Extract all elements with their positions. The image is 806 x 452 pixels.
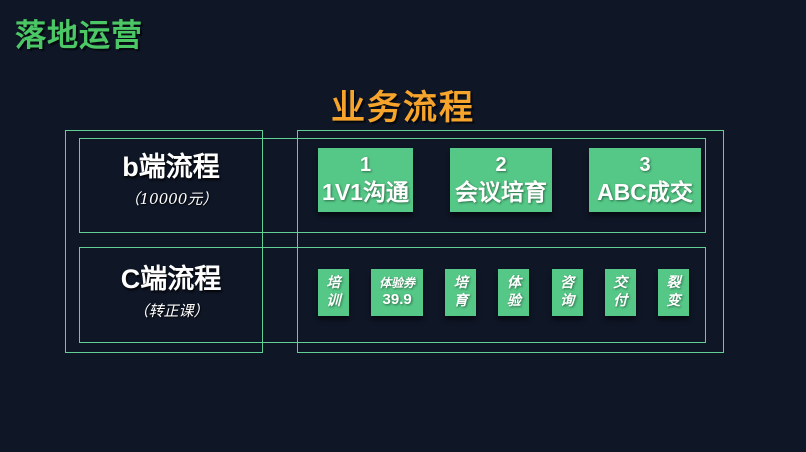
step-box-training: 培 训 [318, 269, 349, 316]
step-text-top: 培 [453, 275, 468, 291]
step-box-payment: 交 付 [604, 269, 636, 316]
step-text-top: 裂 [666, 275, 681, 291]
row2-frame [79, 247, 706, 343]
step-text-top: 培 [326, 275, 341, 291]
content-column-frame [297, 130, 724, 353]
row2-label-group: C端流程 （转正课） [79, 263, 263, 321]
row1-frame [79, 138, 706, 233]
step-box-nurture: 培 育 [445, 269, 477, 316]
row2-sublabel: （转正课） [133, 302, 209, 321]
step-box-experience: 体 验 [498, 269, 530, 316]
row2-label: C端流程 [120, 264, 222, 294]
step-name: 1V1沟通 [322, 179, 409, 206]
step-text-top: 体 [506, 275, 521, 291]
step-box-meeting: 2 会议培育 [450, 148, 552, 212]
page-title: 落地运营 [15, 18, 143, 53]
step-text-bottom: 验 [506, 292, 521, 309]
step-text-top: 咨 [560, 275, 575, 291]
step-name: 会议培育 [455, 179, 547, 206]
step-text-bottom: 训 [326, 292, 341, 309]
step-text-bottom: 变 [666, 292, 681, 309]
label-column-frame [65, 130, 263, 353]
step-box-consult: 咨 询 [551, 269, 583, 316]
step-text-bottom: 付 [613, 292, 628, 309]
step-box-1v1: 1 1V1沟通 [318, 148, 413, 212]
step-number: 2 [495, 154, 507, 177]
step-number: 1 [359, 154, 372, 177]
step-box-abc-deal: 3 ABC成交 [589, 148, 701, 212]
step-box-trial-coupon: 体验券 39.9 [371, 269, 424, 316]
step-text-bottom: 育 [453, 292, 468, 309]
row1-label: b端流程 [122, 152, 220, 182]
section-title: 业务流程 [331, 89, 475, 127]
step-text-top: 体验券 [379, 275, 416, 290]
c-side-steps: 培 训 体验券 39.9 培 育 体 验 咨 询 交 付 裂 变 [318, 269, 689, 316]
row1-sublabel: （10000元） [124, 190, 218, 209]
step-number: 3 [639, 154, 651, 177]
step-name: ABC成交 [597, 179, 693, 206]
row1-label-group: b端流程 （10000元） [79, 151, 263, 209]
step-text-bottom: 39.9 [382, 290, 412, 308]
step-text-bottom: 询 [560, 292, 575, 309]
b-side-steps: 1 1V1沟通 2 会议培育 3 ABC成交 [318, 148, 701, 212]
step-box-fission: 裂 变 [657, 269, 689, 316]
step-text-top: 交 [613, 275, 628, 291]
